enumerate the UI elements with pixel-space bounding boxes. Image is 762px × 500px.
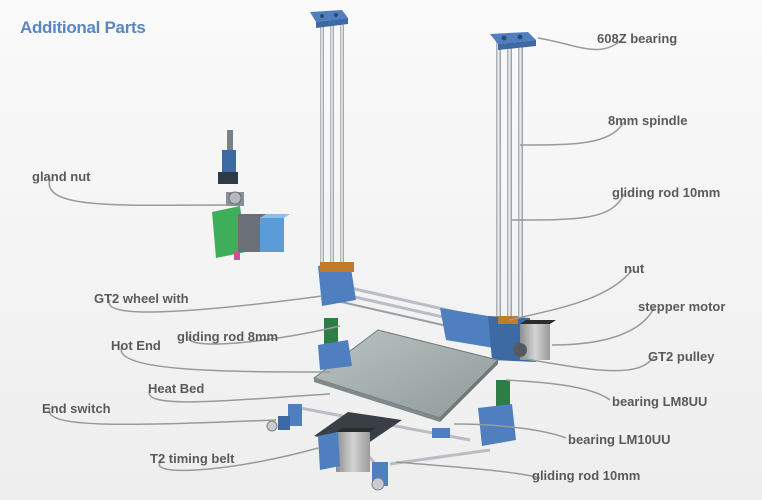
label-bearing-lm8uu: bearing LM8UU <box>612 394 708 409</box>
label-gland-nut: gland nut <box>32 169 91 184</box>
label-heat-bed: Heat Bed <box>148 381 205 396</box>
right-z-rods <box>490 32 536 332</box>
label-gliding-rod-8mm: gliding rod 8mm <box>177 329 279 344</box>
label-end-switch: End switch <box>42 401 111 416</box>
left-z-rods <box>310 10 348 280</box>
extruder-assembly <box>212 130 290 260</box>
heat-bed <box>312 329 499 422</box>
leader-lines <box>48 37 655 479</box>
label-gliding-rod-10mm-top: gliding rod 10mm <box>612 185 721 200</box>
label-stepper-motor: stepper motor <box>638 299 726 314</box>
label-608z-bearing: 608Z bearing <box>597 31 678 46</box>
x-carriage <box>318 262 556 408</box>
label-gt2-pulley: GT2 pulley <box>648 349 715 364</box>
end-switch-part <box>266 404 450 438</box>
label-t2-timing-belt: T2 timing belt <box>150 451 235 466</box>
label-gt2-wheel: GT2 wheel with <box>94 291 189 306</box>
page-title: Additional Parts <box>20 18 146 37</box>
label-hot-end: Hot End <box>111 338 161 353</box>
label-bearing-lm10uu: bearing LM10UU <box>568 432 671 447</box>
label-gliding-rod-10mm-bottom: gliding rod 10mm <box>532 468 641 483</box>
label-8mm-spindle: 8mm spindle <box>608 113 688 128</box>
label-nut: nut <box>624 261 645 276</box>
